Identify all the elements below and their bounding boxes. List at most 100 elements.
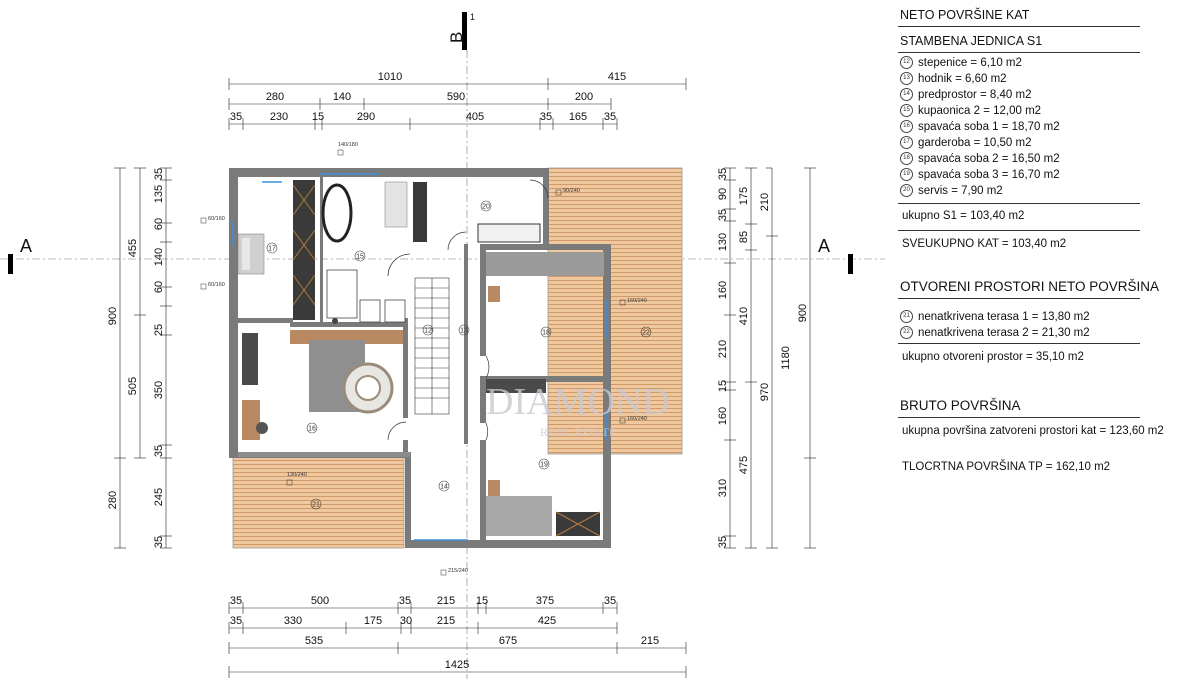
dim-left-in-245: 245: [153, 488, 165, 506]
dim-bot-500: 500: [311, 595, 329, 607]
dim-top-15: 15: [312, 111, 324, 123]
room-label-15: 15: [356, 254, 364, 261]
legend-room-num: 16: [900, 120, 913, 133]
room-label-16: 16: [308, 426, 316, 433]
legend-room-item: 12 stepenice = 6,10 m2: [900, 56, 1022, 69]
dim-left-in-60b: 60: [153, 281, 165, 293]
legend-room-item: 13 hodnik = 6,60 m2: [900, 72, 1007, 85]
dim-bot2-425: 425: [538, 615, 556, 627]
window-tag-8: 140/180: [338, 142, 358, 148]
legend-room-text: predprostor = 8,40 m2: [918, 88, 1032, 101]
legend-gross-closed: ukupna površina zatvoreni prostori kat =…: [902, 425, 1164, 437]
dim-right-mid-85: 85: [738, 231, 750, 243]
legend-gross-title: BRUTO POVRŠINA: [900, 398, 1021, 413]
dim-bot2-215: 215: [437, 615, 455, 627]
legend-room-text: spavaća soba 2 = 16,50 m2: [918, 152, 1060, 165]
room-label-20: 20: [482, 204, 490, 211]
legend-divider: [898, 52, 1140, 53]
legend-room-num: 19: [900, 168, 913, 181]
dim-left-280: 280: [107, 491, 119, 509]
room-label-18: 18: [542, 330, 550, 337]
room-label-17: 17: [268, 246, 276, 253]
window-tag-1: 60/160: [208, 216, 225, 222]
room-label-12: 12: [424, 328, 432, 335]
legend-room-item: 19 spavaća soba 3 = 16,70 m2: [900, 168, 1060, 181]
floor-plan: B 1 A A: [0, 12, 885, 679]
dimension-lines: [114, 78, 816, 678]
legend-room-text: garderoba = 10,50 m2: [918, 136, 1032, 149]
dim-right-in-15: 15: [717, 380, 729, 392]
room-label-14: 14: [440, 484, 448, 491]
legend-room-item: 15 kupaonica 2 = 12,00 m2: [900, 104, 1041, 117]
dim-left-in-140: 140: [153, 248, 165, 266]
dim-right-mid-475: 475: [738, 456, 750, 474]
legend-title: NETO POVRŠINE KAT: [900, 8, 1030, 22]
legend-open-title: OTVORENI PROSTORI NETO POVRŠINA: [900, 279, 1160, 294]
dim-right-in-35b: 35: [717, 209, 729, 221]
dim-right-out-210: 210: [759, 193, 771, 211]
room-label-22: 22: [642, 330, 650, 337]
dim-top-230: 230: [270, 111, 288, 123]
section-b-num: 1: [470, 12, 475, 22]
dim-left-in-25: 25: [153, 324, 165, 336]
dim-right-far-900: 900: [797, 304, 809, 322]
dim-bot-35a: 35: [230, 595, 242, 607]
dim-bot2-35: 35: [230, 615, 242, 627]
watermark: DIAMOND REAL ESTATE: [486, 381, 670, 439]
dim-left-455: 455: [127, 239, 139, 257]
dim-left-in-35a: 35: [153, 168, 165, 180]
dim-bot-375: 375: [536, 595, 554, 607]
dim-bot3-675: 675: [499, 635, 517, 647]
dim-bot2-330: 330: [284, 615, 302, 627]
window-tag-3: 90/240: [563, 188, 580, 194]
dim-top-200: 200: [575, 91, 593, 103]
dim-top-280: 280: [266, 91, 284, 103]
room-label-21: 21: [312, 502, 320, 509]
legend-open-total: ukupno otvoreni prostor = 35,10 m2: [902, 351, 1084, 363]
legend-room-text: stepenice = 6,10 m2: [918, 56, 1022, 69]
dim-top-165: 165: [569, 111, 587, 123]
terrace-2: [547, 167, 683, 455]
legend-divider: [898, 203, 1140, 204]
furniture: [237, 180, 604, 537]
legend-room-text: spavaća soba 1 = 18,70 m2: [918, 120, 1060, 133]
window-tag-6: 215/240: [448, 568, 468, 574]
legend-room-text: kupaonica 2 = 12,00 m2: [918, 104, 1042, 117]
dim-right-in-35a: 35: [717, 168, 729, 180]
legend-room-num: 13: [900, 72, 913, 85]
dim-bot-215: 215: [437, 595, 455, 607]
legend-gross-plan: TLOCRTNA POVRŠINA TP = 162,10 m2: [902, 461, 1111, 473]
legend-room-num: 15: [900, 104, 913, 117]
dim-top-415: 415: [608, 71, 626, 83]
dim-right-in-130: 130: [717, 233, 729, 251]
dim-top-590: 590: [447, 91, 465, 103]
dim-bot3-535: 535: [305, 635, 323, 647]
terrace-1: [232, 455, 405, 549]
dim-left-900: 900: [107, 307, 119, 325]
dim-top-140: 140: [333, 91, 351, 103]
dim-top-35c: 35: [604, 111, 616, 123]
dim-top-290: 290: [357, 111, 375, 123]
legend-room-text: servis = 7,90 m2: [918, 184, 1003, 197]
legend-open-num: 22: [900, 326, 913, 339]
watermark-text: DIAMOND: [486, 381, 670, 423]
legend-room-text: hodnik = 6,60 m2: [918, 72, 1007, 85]
section-marker-b: B 1: [447, 12, 475, 50]
dim-bot-35b: 35: [399, 595, 411, 607]
dim-right-mid-175: 175: [738, 187, 750, 205]
legend-room-text: spavaća soba 3 = 16,70 m2: [918, 168, 1060, 181]
legend-room-num: 12: [900, 56, 913, 69]
dim-left-in-35b: 35: [153, 445, 165, 457]
dim-bot3-215: 215: [641, 635, 659, 647]
legend-room-num: 14: [900, 88, 913, 101]
legend-open-text: nenatkrivena terasa 1 = 13,80 m2: [918, 310, 1090, 323]
dim-right-in-160a: 160: [717, 281, 729, 299]
legend-room-item: 18 spavaća soba 2 = 16,50 m2: [900, 152, 1060, 165]
legend-total: SVEUKUPNO KAT = 103,40 m2: [902, 238, 1067, 250]
legend-room-num: 18: [900, 152, 913, 165]
dim-top-35a: 35: [230, 111, 242, 123]
